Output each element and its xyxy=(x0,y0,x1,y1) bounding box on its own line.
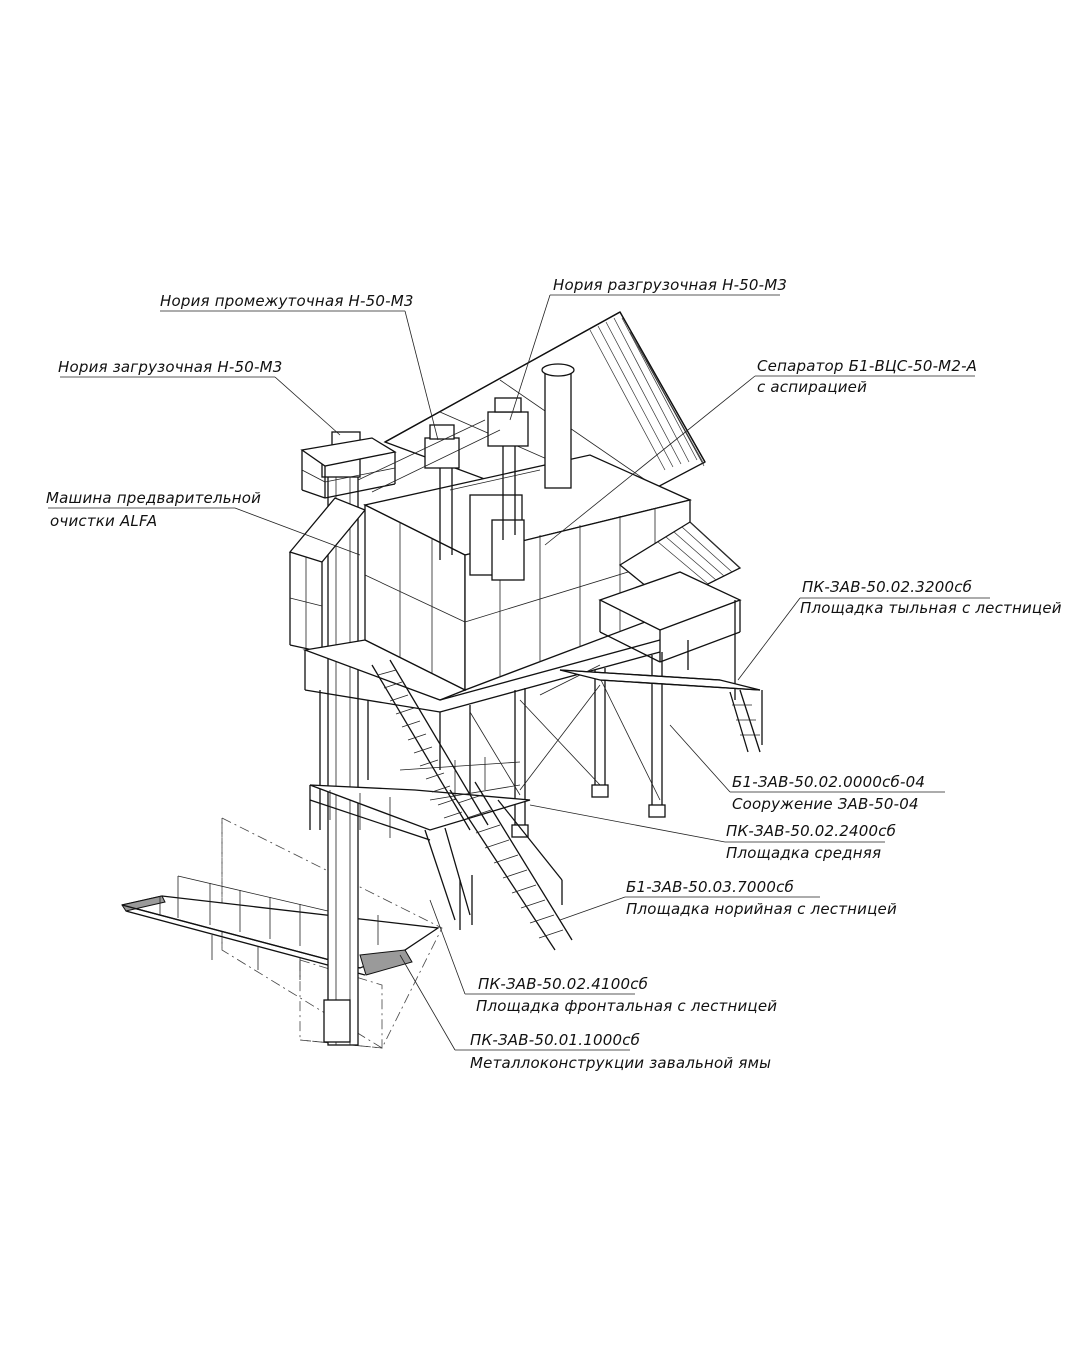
label-unloading-elevator: Нория разгрузочная Н-50-М3 xyxy=(553,276,788,294)
label-rear-platform-name: Площадка тыльная с лестницей xyxy=(800,599,1062,617)
label-separator-line1: Сепаратор Б1-ВЦС-50-М2-А xyxy=(757,357,978,375)
loading-elevator-shaft xyxy=(321,431,361,1046)
label-elevator-platform-code: Б1-ЗАВ-50.03.7000сб xyxy=(626,878,795,896)
label-precleaning-line2: очистки ALFA xyxy=(50,512,158,530)
leader-lines xyxy=(48,294,990,1051)
label-front-platform-code: ПК-ЗАВ-50.02.4100сб xyxy=(478,975,649,993)
rear-stair xyxy=(559,669,763,753)
rear-platform xyxy=(598,521,742,700)
support-frame xyxy=(302,639,666,838)
label-structure-name: Сооружение ЗАВ-50-04 xyxy=(732,795,919,813)
label-loading-elevator: Нория загрузочная Н-50-М3 xyxy=(58,358,283,376)
label-front-platform-name: Площадка фронтальная с лестницей xyxy=(476,997,778,1015)
elevator-heads xyxy=(357,397,541,560)
elevator-stair xyxy=(449,781,573,951)
label-precleaning-line1: Машина предварительной xyxy=(46,489,262,507)
label-elevator-platform-name: Площадка норийная с лестницей xyxy=(626,900,897,918)
label-structure-code: Б1-ЗАВ-50.02.0000сб-04 xyxy=(732,773,926,791)
middle-platform xyxy=(309,757,531,841)
label-middle-platform-name: Площадка средняя xyxy=(726,844,882,862)
front-stair xyxy=(371,659,489,921)
label-pit-code: ПК-ЗАВ-50.01.1000сб xyxy=(470,1031,641,1049)
label-pit-name: Металлоконструкции завальной ямы xyxy=(470,1054,772,1072)
label-separator-line2: с аспирацией xyxy=(757,378,868,396)
label-rear-platform-code: ПК-ЗАВ-50.02.3200сб xyxy=(802,578,973,596)
intake-pit xyxy=(121,817,443,1049)
label-intermediate-elevator: Нория промежуточная Н-50-М3 xyxy=(160,292,414,310)
label-middle-platform-code: ПК-ЗАВ-50.02.2400сб xyxy=(726,822,897,840)
